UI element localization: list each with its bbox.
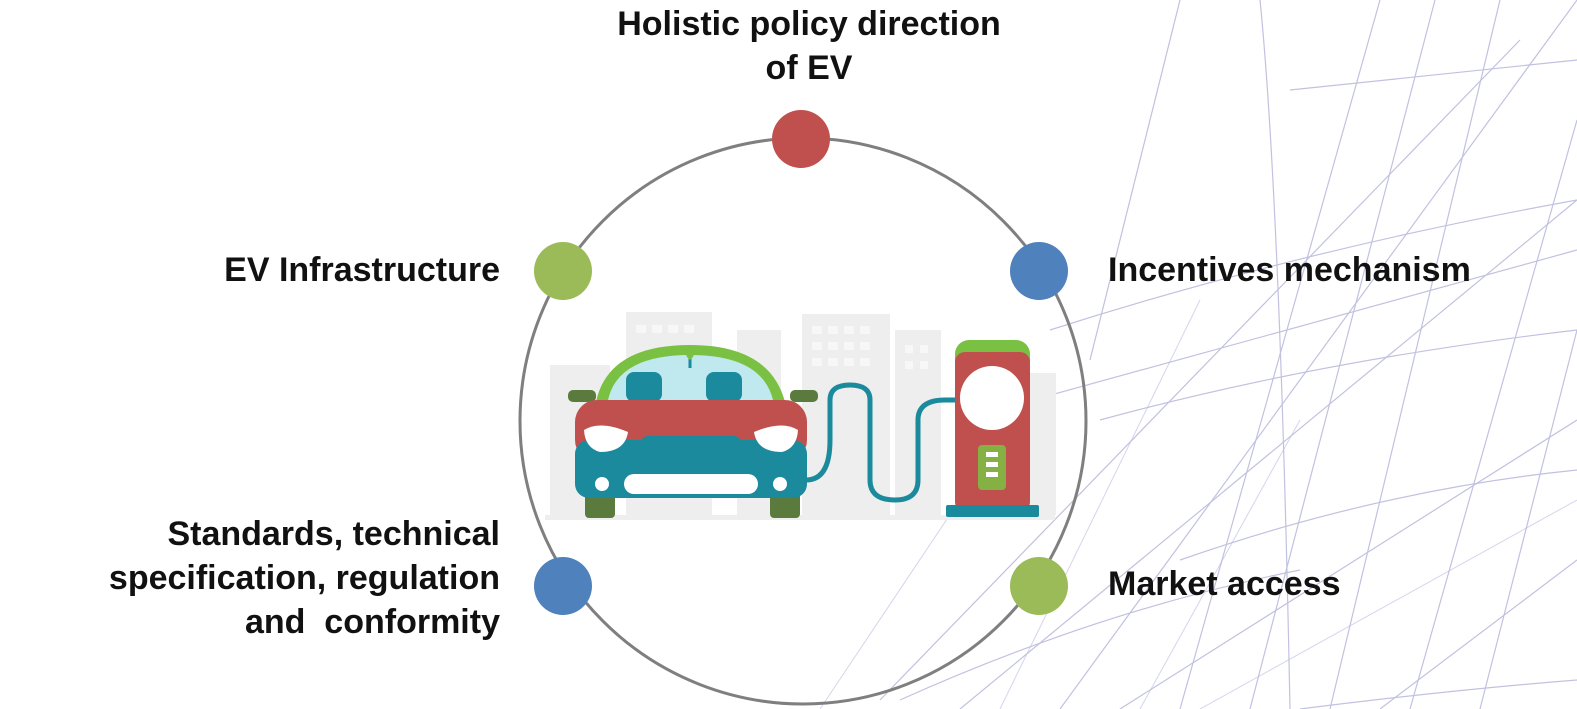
node-dot-top xyxy=(772,110,830,168)
node-label-line: Incentives mechanism xyxy=(1108,251,1471,289)
node-label-line: EV Infrastructure xyxy=(224,251,500,289)
node-label-line: Market access xyxy=(1108,565,1341,603)
node-dot-right-upper xyxy=(1010,242,1068,300)
node-label-market-access: Market access xyxy=(1108,562,1341,606)
node-label-line: Standards, technical xyxy=(167,515,500,553)
node-dot-right-lower xyxy=(1010,557,1068,615)
node-label-ev-infrastructure: EV Infrastructure xyxy=(100,248,500,292)
ev-charging-illustration xyxy=(545,312,1056,520)
node-label-line: Holistic policy direction xyxy=(617,5,1001,43)
node-label-line: of EV xyxy=(765,49,853,87)
charging-cable xyxy=(805,382,960,503)
node-label-incentives: Incentives mechanism xyxy=(1108,248,1471,292)
node-label-holistic-policy: Holistic policy direction of EV xyxy=(520,2,1098,90)
charging-station xyxy=(946,340,1039,517)
node-dot-left-lower xyxy=(534,557,592,615)
electric-car xyxy=(568,345,818,518)
node-dot-left-upper xyxy=(534,242,592,300)
node-label-line: and conformity xyxy=(244,603,500,641)
node-label-standards: Standards, technical specification, regu… xyxy=(0,512,500,644)
node-label-line: specification, regulation xyxy=(108,559,500,597)
